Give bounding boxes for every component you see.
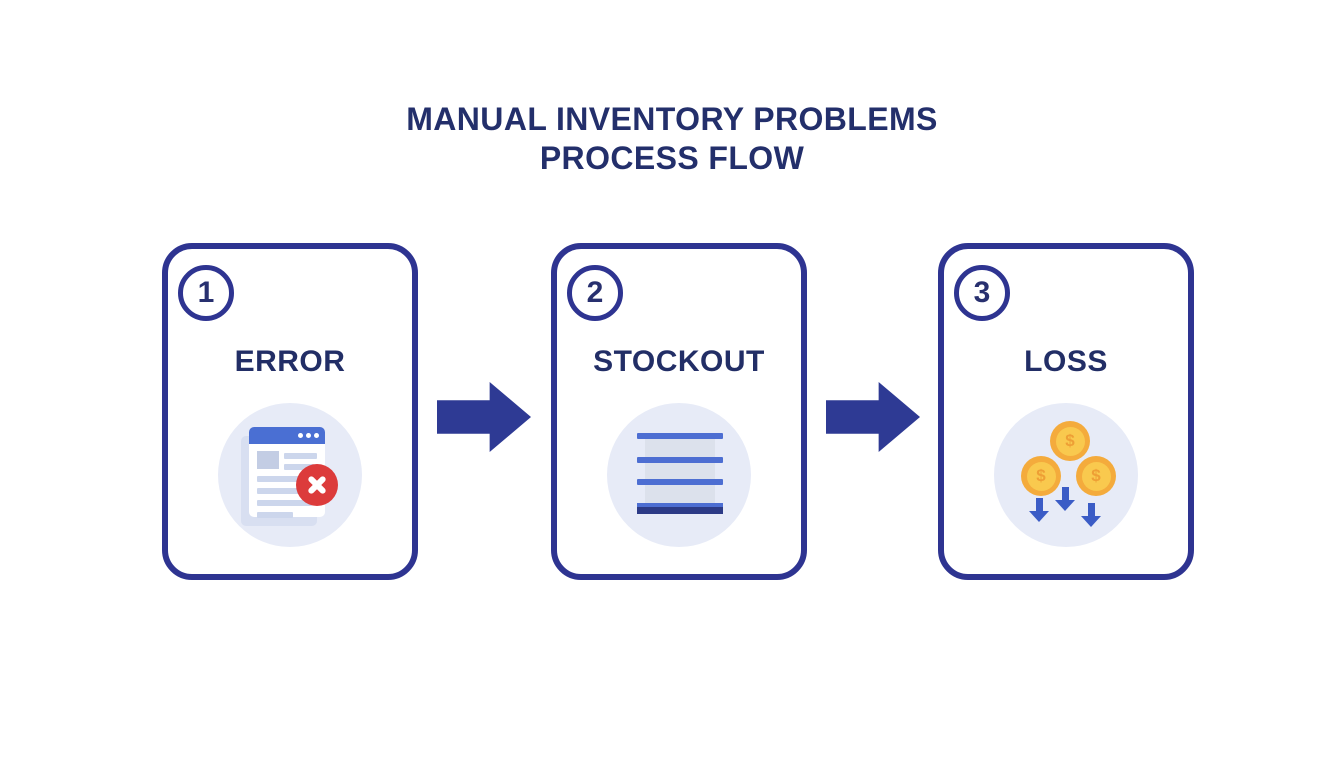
document-error-icon — [218, 403, 362, 547]
dollar-coin-icon: $ — [1021, 456, 1061, 496]
browser-dots-icon — [298, 433, 319, 438]
dollar-coin-icon: $ — [1050, 421, 1090, 461]
page-title: MANUAL INVENTORY PROBLEMS PROCESS FLOW — [0, 100, 1344, 178]
down-arrow-icon — [1081, 503, 1101, 527]
step-number-badge: 1 — [178, 265, 234, 321]
falling-coins-icon: $ $ $ — [994, 403, 1138, 547]
dollar-coin-icon: $ — [1076, 456, 1116, 496]
step-number-badge: 3 — [954, 265, 1010, 321]
down-arrow-icon — [1055, 487, 1075, 511]
empty-shelf-icon — [607, 403, 751, 547]
content-thumbnail — [257, 451, 279, 469]
step-card-error: 1 ERROR — [162, 243, 418, 580]
step-card-stockout: 2 STOCKOUT — [551, 243, 807, 580]
flow-arrow-right-icon — [437, 382, 531, 452]
shelf-base — [637, 503, 723, 514]
down-arrow-icon — [1029, 498, 1049, 522]
step-label: LOSS — [1024, 345, 1108, 378]
step-card-loss: 3 LOSS $ $ $ — [938, 243, 1194, 580]
flow-arrow-right-icon — [826, 382, 920, 452]
step-number-badge: 2 — [567, 265, 623, 321]
step-label: STOCKOUT — [593, 345, 765, 378]
page-title-line1: MANUAL INVENTORY PROBLEMS — [406, 101, 938, 137]
shelf-backing — [645, 436, 715, 506]
x-mark-icon — [296, 464, 338, 506]
shelf-bar — [637, 479, 723, 485]
step-label: ERROR — [234, 345, 346, 378]
browser-titlebar — [249, 427, 325, 444]
shelf-bar — [637, 457, 723, 463]
page-title-line2: PROCESS FLOW — [539, 140, 805, 176]
browser-content — [249, 444, 325, 518]
shelf-bar — [637, 433, 723, 439]
